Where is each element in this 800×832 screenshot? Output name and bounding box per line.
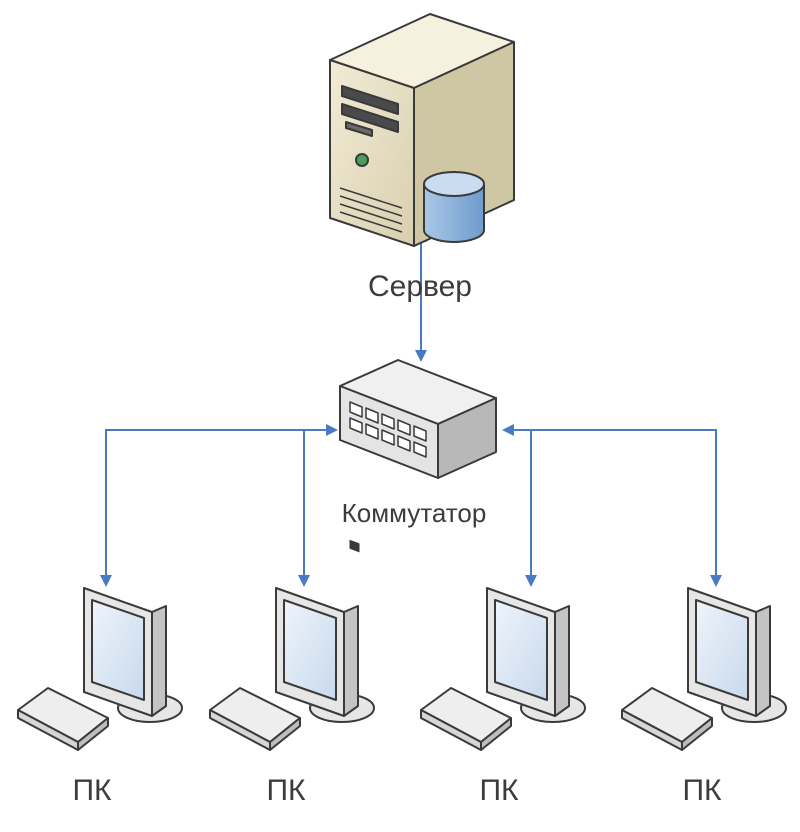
desktop-computer-icon [621,587,787,751]
pc-1: ПК [17,587,183,807]
desktop-computer-icon [17,587,183,751]
link-switch-pc-1 [100,424,338,587]
pc-2: ПК [209,587,375,807]
pc-label: ПК [266,774,306,807]
desktop-computer-icon [420,587,586,751]
switch: Коммутатор [339,359,497,553]
pc-label: ПК [479,774,519,807]
pc-3: ПК [420,587,586,807]
server-label: Сервер [368,270,472,303]
switch-label: Коммутатор [342,498,487,528]
desktop-computer-icon [209,587,375,751]
link-switch-pc-4 [502,424,722,587]
database-icon [423,171,485,243]
server-tower-icon [329,13,515,247]
pc-label: ПК [682,774,722,807]
server: Сервер [329,13,515,303]
pc-4: ПК [621,587,787,807]
network-switch-icon [339,359,497,553]
pc-label: ПК [72,774,112,807]
connections [100,230,722,587]
